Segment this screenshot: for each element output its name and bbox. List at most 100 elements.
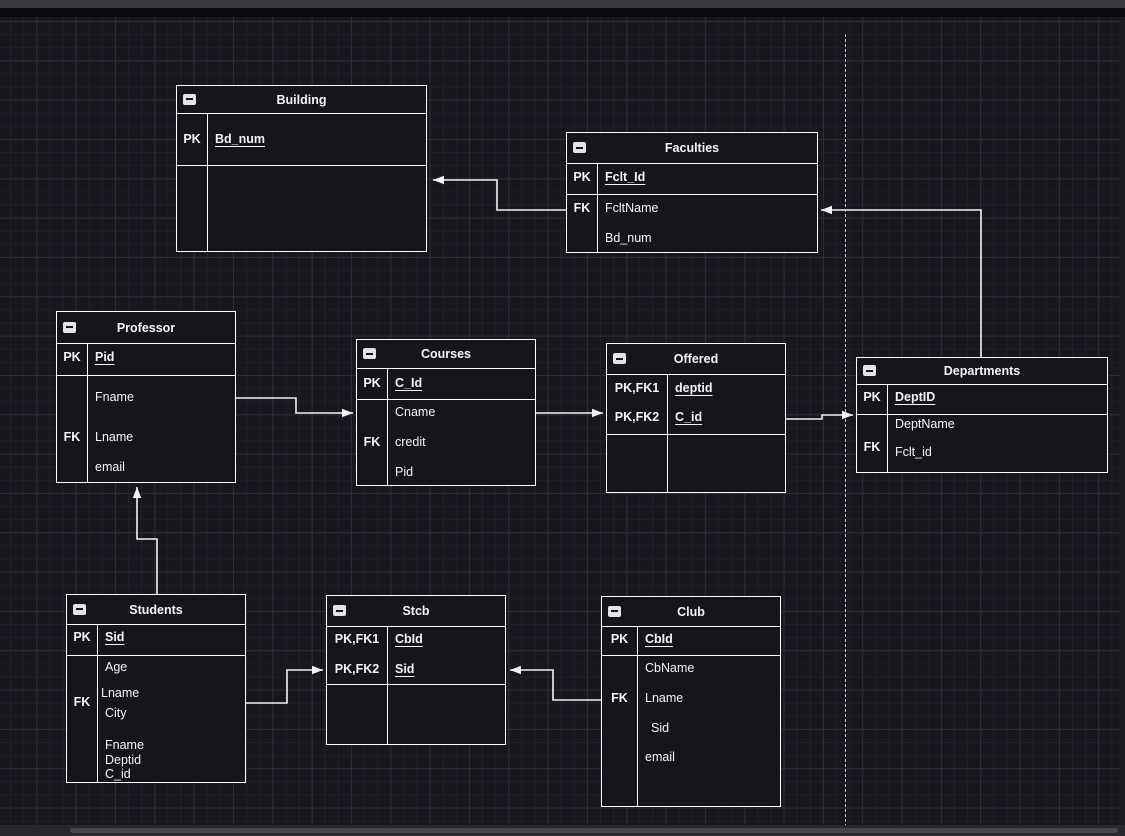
attr-cbid[interactable]: CbId	[645, 632, 673, 646]
collapse-icon[interactable]	[608, 605, 621, 617]
entity-building-body: PK Bd_num	[177, 114, 426, 252]
attr-lname[interactable]: Lname	[101, 686, 140, 700]
edge-offered-to-departments[interactable]	[786, 410, 853, 420]
horizontal-scrollbar-thumb[interactable]	[70, 828, 1118, 833]
column-divider	[207, 114, 208, 252]
entity-title: Departments	[943, 364, 1021, 378]
entity-title: Courses	[420, 347, 472, 361]
collapse-icon[interactable]	[183, 93, 196, 105]
attr-fname[interactable]: Fname	[105, 738, 144, 752]
entity-courses[interactable]: Courses PK C_Id Cname FK credit Pid	[356, 339, 536, 486]
attr-lname[interactable]: Lname	[95, 430, 134, 444]
attr-sid[interactable]: Sid	[105, 630, 125, 644]
entity-stcb[interactable]: Stcb PK,FK1 CbId PK,FK2 Sid	[326, 595, 506, 745]
collapse-icon[interactable]	[863, 365, 876, 376]
entity-faculties-header[interactable]: Faculties	[567, 133, 817, 164]
entity-professor-header[interactable]: Professor	[57, 312, 235, 344]
attr-cname[interactable]: Cname	[395, 405, 436, 419]
key-label-pk: PK	[73, 630, 91, 644]
column-divider	[887, 385, 888, 472]
attr-bd-num[interactable]: Bd_num	[605, 231, 652, 245]
edge-students-to-stcb[interactable]	[246, 665, 323, 704]
horizontal-scrollbar-track[interactable]	[0, 825, 1125, 836]
attr-fclt-name[interactable]: FcltName	[605, 201, 659, 215]
section-divider	[567, 194, 817, 195]
column-divider	[87, 344, 88, 482]
attr-c-id[interactable]: C_id	[675, 410, 703, 424]
edge-departments-to-faculties[interactable]	[821, 205, 982, 357]
entity-courses-header[interactable]: Courses	[357, 340, 535, 369]
entity-title: Club	[677, 604, 705, 619]
collapse-icon[interactable]	[63, 321, 76, 333]
attr-deptid[interactable]: Deptid	[105, 753, 142, 767]
attr-dept-id[interactable]: DeptID	[895, 390, 936, 404]
entity-title: Professor	[116, 320, 176, 335]
attr-pid[interactable]: Pid	[395, 465, 414, 479]
entity-offered[interactable]: Offered PK,FK1 deptid PK,FK2 C_id	[606, 343, 786, 493]
attr-email[interactable]: email	[95, 460, 125, 474]
attr-city[interactable]: City	[105, 706, 127, 720]
collapse-icon[interactable]	[333, 605, 346, 616]
attr-c-id[interactable]: C_id	[105, 767, 131, 781]
edge-students-to-professor[interactable]	[132, 487, 158, 594]
key-label-fk: FK	[363, 435, 381, 449]
entity-professor[interactable]: Professor PK Pid Fname FK Lname email	[56, 311, 236, 483]
attr-fclt-id[interactable]: Fclt_Id	[605, 170, 646, 184]
column-divider	[387, 369, 388, 485]
collapse-icon[interactable]	[573, 142, 586, 153]
entity-departments[interactable]: Departments PK DeptID DeptName FK Fclt_i…	[856, 357, 1108, 473]
attr-lname[interactable]: Lname	[645, 691, 684, 705]
entity-stcb-header[interactable]: Stcb	[327, 596, 505, 627]
attr-fname[interactable]: Fname	[95, 390, 134, 404]
attr-dept-name[interactable]: DeptName	[895, 417, 955, 431]
toolbar-sliver	[0, 0, 1125, 8]
attr-bd-num[interactable]: Bd_num	[215, 132, 265, 146]
key-label-pk: PK	[863, 390, 881, 404]
edge-professor-to-courses[interactable]	[236, 397, 353, 418]
vertical-scrollbar-track[interactable]	[1119, 17, 1125, 825]
column-divider	[637, 627, 638, 806]
key-label-pk: PK	[63, 350, 81, 364]
collapse-icon[interactable]	[613, 353, 626, 364]
edge-faculties-to-building[interactable]	[433, 175, 566, 211]
attr-email[interactable]: email	[645, 750, 675, 764]
attr-fclt-id[interactable]: Fclt_id	[895, 445, 932, 459]
entity-building[interactable]: Building PK Bd_num	[176, 85, 427, 252]
entity-courses-body: PK C_Id Cname FK credit Pid	[357, 369, 535, 485]
entity-offered-header[interactable]: Offered	[607, 344, 785, 375]
entity-faculties[interactable]: Faculties PK Fclt_Id FK FcltName Bd_num	[566, 132, 818, 253]
attr-deptid[interactable]: deptid	[675, 381, 713, 395]
entity-students[interactable]: Students PK Sid Age Lname FK City Fname …	[66, 594, 246, 783]
page-boundary-dashed-line	[845, 34, 846, 836]
key-label-pkfk2: PK,FK2	[614, 410, 660, 424]
edge-club-to-stcb[interactable]	[510, 665, 601, 701]
entity-title: Building	[276, 92, 327, 107]
column-divider	[597, 164, 598, 252]
attr-pid[interactable]: Pid	[95, 350, 115, 364]
key-label-pk: PK	[183, 132, 201, 146]
entity-club[interactable]: Club PK CbId CbName FK Lname Sid email	[601, 596, 781, 807]
attr-cbid[interactable]: CbId	[395, 632, 423, 646]
key-label-fk: FK	[611, 691, 628, 705]
attr-cbname[interactable]: CbName	[645, 661, 695, 675]
attr-age[interactable]: Age	[105, 660, 128, 674]
section-divider	[602, 655, 780, 656]
column-divider	[97, 625, 98, 782]
key-label-fk: FK	[73, 695, 91, 709]
entity-students-header[interactable]: Students	[67, 595, 245, 625]
entity-professor-body: PK Pid Fname FK Lname email	[57, 344, 235, 482]
collapse-icon[interactable]	[73, 603, 86, 615]
attr-sid[interactable]: Sid	[651, 721, 670, 735]
entity-departments-header[interactable]: Departments	[857, 358, 1107, 385]
entity-club-header[interactable]: Club	[602, 597, 780, 627]
attr-c-id[interactable]: C_Id	[395, 376, 423, 390]
attr-credit[interactable]: credit	[395, 435, 426, 449]
attr-sid[interactable]: Sid	[395, 662, 415, 676]
section-divider	[857, 414, 1107, 415]
entity-title: Faculties	[664, 141, 720, 155]
collapse-icon[interactable]	[363, 348, 376, 359]
toolbar-shadow	[0, 8, 1125, 17]
key-label-pkfk1: PK,FK1	[614, 381, 660, 395]
entity-building-header[interactable]: Building	[177, 86, 426, 114]
